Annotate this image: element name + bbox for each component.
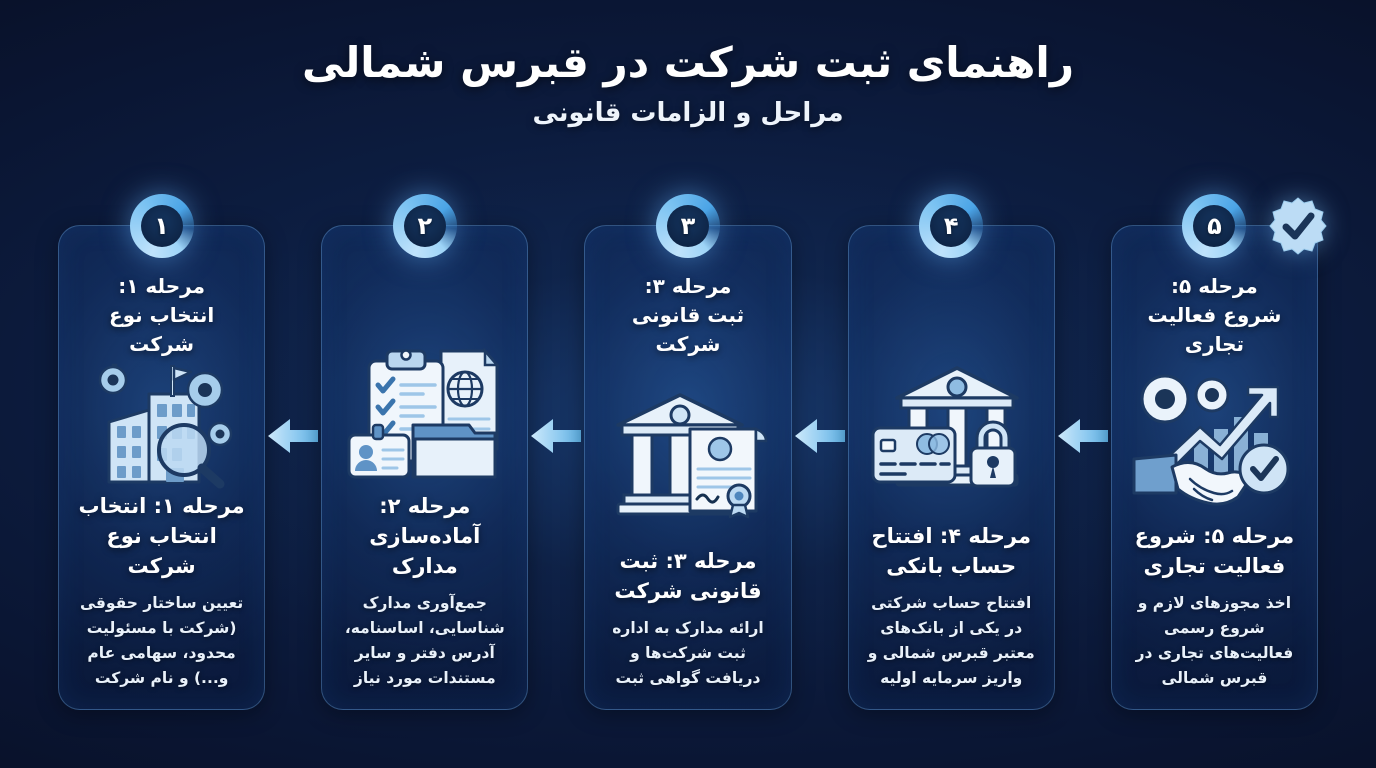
flow-arrow-4 (1055, 417, 1111, 455)
building-gears-magnifier-icon (98, 363, 232, 489)
step-top-title-2 (419, 272, 431, 330)
step-number-badge-4: ۴ (919, 194, 984, 258)
bank-card-lock-icon (871, 366, 1019, 488)
government-building-certificate-icon (616, 393, 768, 519)
flow-arrow-1 (265, 417, 321, 455)
step-card-5[interactable]: ۵ مرحله ۵:شروع فعالیت تجاری (1110, 194, 1328, 710)
flow-arrow-3 (792, 417, 848, 455)
flow-arrow-2 (528, 417, 584, 455)
step-number-4: ۴ (943, 212, 959, 240)
arrow-right-icon (794, 419, 845, 453)
step-top-title-5: مرحله ۵:شروع فعالیت تجاری (1147, 274, 1282, 356)
step-icon-1 (69, 356, 254, 492)
step-title-2: مرحله ۲:آماده‌سازی مدارک (369, 494, 481, 578)
step-number-2: ۲ (417, 212, 433, 240)
handshake-growth-gears-icon (1132, 374, 1290, 507)
steps-flow: ۱ مرحله ۱:انتخاب نوع شرکت (58, 194, 1328, 715)
step-number-3: ۳ (680, 212, 696, 240)
page-subtitle: مراحل و الزامات قانونی (532, 97, 844, 128)
step-icon-4 (859, 330, 1044, 522)
step-number-1: ۱ (154, 212, 169, 240)
arrow-right-icon (531, 419, 582, 453)
step-number-badge-1: ۱ (129, 194, 194, 258)
step-desc-3: ارائه مدارک به اداره ثبت شرکت‌ها و دریاف… (612, 618, 764, 687)
header: راهنمای ثبت شرکت در قبرس شمالی مراحل و ا… (0, 36, 1376, 128)
step-card-4[interactable]: ۴ (847, 194, 1055, 710)
step-icon-2 (332, 330, 517, 492)
step-desc-5: اخذ مجوزهای لازم و شروع رسمی فعالیت‌های … (1135, 593, 1294, 687)
step-card-1[interactable]: ۱ مرحله ۱:انتخاب نوع شرکت (58, 194, 266, 710)
step-card-3[interactable]: ۳ مرحله ۳:ثبت قانونی شرکت (584, 194, 792, 710)
page-title: راهنمای ثبت شرکت در قبرس شمالی (301, 38, 1075, 87)
arrow-right-icon (1057, 419, 1108, 453)
verified-check-icon (1269, 197, 1328, 255)
step-desc-4: افتتاح حساب شرکتی در یکی از بانک‌های معت… (867, 593, 1035, 687)
step-number-5: ۵ (1207, 212, 1222, 240)
step-top-title-1: مرحله ۱:انتخاب نوع شرکت (108, 274, 215, 356)
step-number-badge-3: ۳ (656, 194, 720, 258)
step-icon-5 (1122, 359, 1307, 522)
step-top-title-3: مرحله ۳:ثبت قانونی شرکت (631, 274, 745, 356)
arrow-right-icon (268, 419, 319, 453)
step-card-2[interactable]: ۲ (321, 194, 529, 710)
step-desc-2: جمع‌آوری مدارک شناسایی، اساسنامه، آدرس د… (344, 593, 505, 687)
step-desc-1: تعیین ساختار حقوقی (شرکت با مسئولیت محدو… (80, 593, 244, 687)
step-top-title-4 (945, 272, 957, 330)
clipboard-documents-folder-icon (347, 347, 500, 479)
step-number-badge-2: ۲ (392, 194, 457, 258)
step-icon-3 (595, 359, 780, 547)
step-number-badge-5: ۵ (1182, 194, 1247, 258)
